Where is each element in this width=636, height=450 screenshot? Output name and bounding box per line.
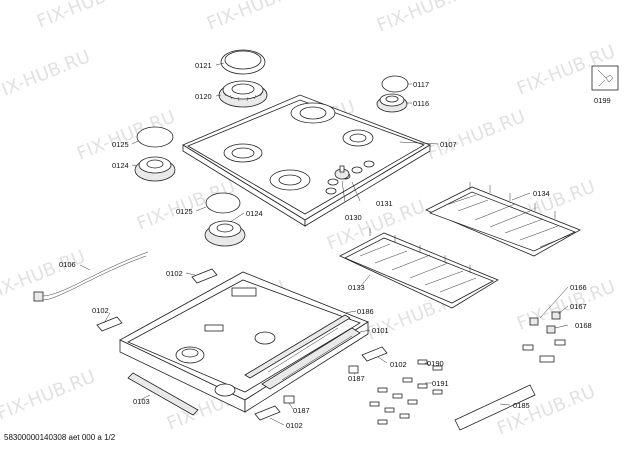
burner-head-large: [218, 80, 268, 108]
bracket-0102-c: [361, 346, 388, 362]
label-0190: 0190: [427, 359, 444, 368]
clip-0187-a: [348, 365, 359, 374]
screw-set: [369, 359, 443, 425]
rating-plate: [454, 384, 536, 431]
label-0166: 0166: [570, 283, 587, 292]
bracket-0102-a: [191, 268, 218, 284]
watermark: FIX-HUB.RU: [0, 366, 98, 424]
leader-lines: [79, 62, 569, 426]
label-0186: 0186: [357, 307, 374, 316]
label-0199: 0199: [594, 96, 611, 105]
label-0121: 0121: [195, 61, 212, 70]
label-0116: 0116: [413, 99, 429, 108]
label-0187: 0187: [348, 374, 365, 383]
label-0185: 0185: [513, 401, 530, 410]
burner-head-medium: [204, 220, 246, 247]
watermark: FIX-HUB.RU: [374, 0, 478, 37]
label-0120: 0120: [195, 92, 212, 101]
label-0124: 0124: [246, 209, 263, 218]
label-0102: 0102: [390, 360, 407, 369]
pan-support-right: [425, 182, 581, 257]
watermark: FIX-HUB.RU: [34, 0, 138, 33]
label-0133: 0133: [348, 283, 365, 292]
label-0117: 0117: [413, 80, 429, 89]
label-0191: 0191: [432, 379, 449, 388]
watermark: FIX-HUB.RU: [424, 106, 528, 164]
label-0106: 0106: [59, 260, 76, 269]
bottom-tray: [119, 271, 369, 413]
watermark: FIX-HUB.RU: [514, 276, 618, 334]
label-0107: 0107: [440, 140, 457, 149]
burner-cap-medium: [205, 192, 241, 214]
burner-cap-small: [381, 75, 409, 93]
clip-0187-b: [283, 395, 295, 404]
control-knob: [334, 165, 350, 180]
burner-cap-large: [220, 49, 266, 75]
burner-head-small: [376, 93, 408, 113]
label-0125: 0125: [112, 140, 129, 149]
hob-top-plate: [182, 94, 431, 227]
injector-parts: [522, 311, 566, 363]
label-0167: 0167: [570, 302, 587, 311]
part-labels: 0121 0120 0117 0116 0199 0125 0124 0107 …: [59, 61, 611, 430]
label-0134: 0134: [533, 189, 550, 198]
label-0102: 0102: [166, 269, 183, 278]
burner-head-medium-left: [134, 156, 176, 182]
label-0101: 0101: [372, 326, 389, 335]
watermark: FIX-HUB.RU: [0, 46, 93, 104]
bracket-0102-d: [254, 405, 281, 421]
pan-support-left: [339, 228, 499, 309]
label-0187: 0187: [293, 406, 310, 415]
document-footer: 58300000140308 aet 000 a 1/2: [4, 433, 116, 442]
bracket-0102-b: [96, 316, 123, 332]
watermark: FIX-HUB.RU: [494, 381, 598, 439]
label-0168: 0168: [575, 321, 592, 330]
label-0102: 0102: [286, 421, 303, 430]
tool-item: [591, 65, 619, 91]
label-0103: 0103: [133, 397, 150, 406]
burner-cap-medium-left: [136, 126, 174, 148]
seal-strip: [127, 372, 199, 416]
label-0125: 0125: [176, 207, 193, 216]
watermark: FIX-HUB.RU: [204, 0, 308, 35]
gas-cable: [33, 251, 149, 302]
label-0131: 0131: [376, 199, 393, 208]
label-0130: 0130: [345, 213, 362, 222]
label-0102: 0102: [92, 306, 109, 315]
label-0124: 0124: [112, 161, 129, 170]
